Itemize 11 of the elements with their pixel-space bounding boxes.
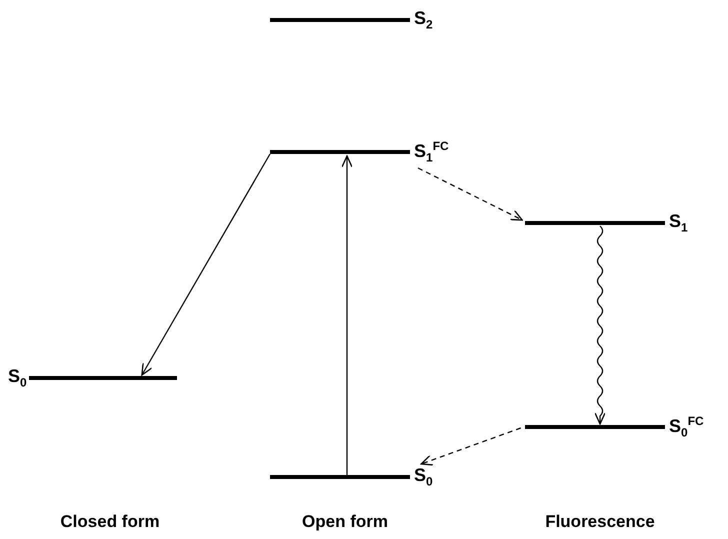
- column-caption: Closed form: [60, 512, 160, 532]
- dashed-arrow: [418, 167, 523, 221]
- dashed-arrow: [420, 427, 521, 466]
- level-label: S$_{0}$: [8, 367, 27, 389]
- arrow: [141, 154, 271, 376]
- column-caption: Open form: [302, 512, 388, 532]
- arrow: [341, 155, 353, 475]
- level-label: S$_{1}$: [669, 212, 688, 234]
- level-label: S$_{0}$: [414, 466, 433, 488]
- level-label: S$_{2}$: [414, 9, 433, 31]
- column-caption: Fluorescence: [545, 512, 655, 532]
